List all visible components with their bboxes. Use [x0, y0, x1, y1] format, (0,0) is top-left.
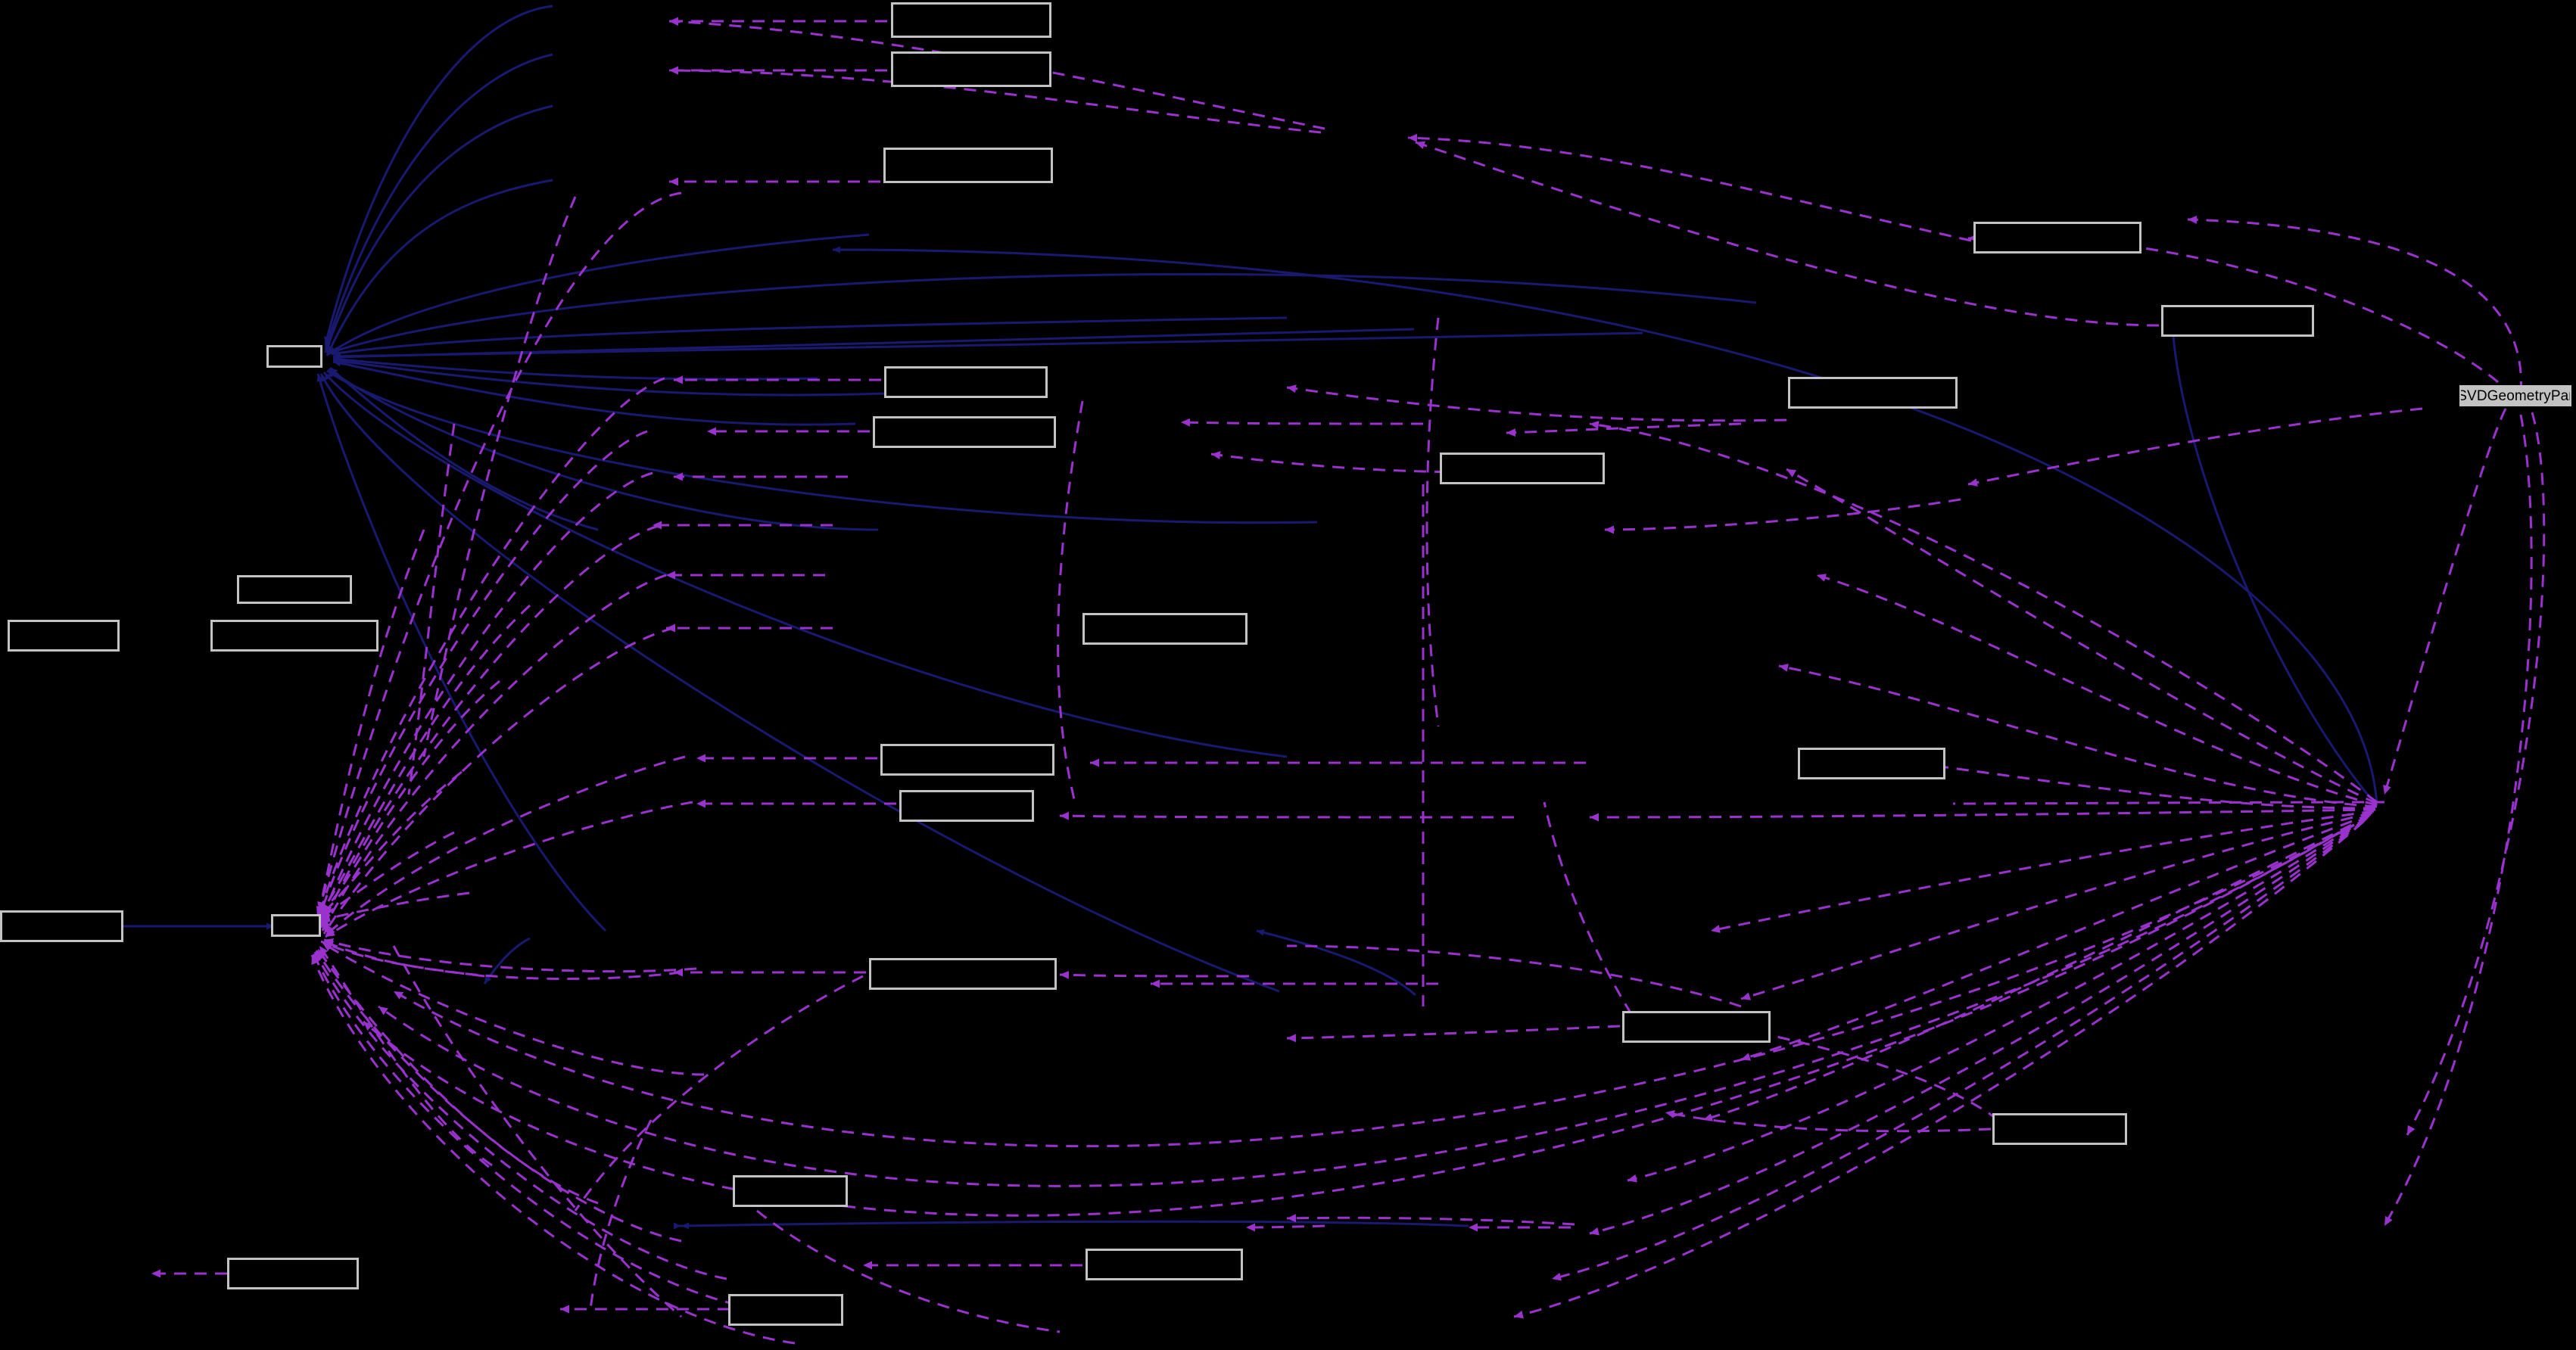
- graph-node[interactable]: [1440, 453, 1605, 484]
- graph-node[interactable]: [884, 366, 1048, 398]
- graph-node[interactable]: [0, 910, 123, 942]
- graph-node[interactable]: [1788, 377, 1958, 409]
- graph-node[interactable]: [891, 2, 1051, 38]
- graph-node[interactable]: [728, 1294, 843, 1326]
- graph-node[interactable]: [880, 744, 1054, 776]
- graph-node[interactable]: [1082, 613, 1248, 645]
- graph-node[interactable]: [1992, 1113, 2127, 1145]
- graph-node[interactable]: [227, 1258, 359, 1289]
- graph-node-label: SVDGeometryPar: [2459, 387, 2571, 404]
- graph-node[interactable]: [733, 1175, 848, 1207]
- navy-solid-edges-secondary: [123, 922, 1469, 1230]
- graph-node-focus[interactable]: SVDGeometryPar: [2459, 385, 2571, 406]
- graph-node[interactable]: [869, 958, 1057, 990]
- purple-dashed-edges-main: [363, 17, 2546, 1319]
- graph-node[interactable]: [1086, 1249, 1243, 1280]
- purple-dashed-edges-stubs: [151, 17, 1571, 1314]
- graph-node[interactable]: [1973, 222, 2141, 254]
- graph-node[interactable]: [883, 148, 1053, 183]
- graph-node[interactable]: [1622, 1011, 1771, 1043]
- graph-node[interactable]: [1798, 748, 1945, 779]
- navy-solid-edges: [316, 5, 2378, 993]
- graph-node[interactable]: [2161, 305, 2314, 337]
- graph-node[interactable]: [271, 914, 321, 937]
- purple-dashed-edges-left-hub: [310, 191, 796, 1345]
- graph-node[interactable]: [873, 416, 1056, 448]
- graph-node[interactable]: [237, 575, 352, 604]
- graph-node[interactable]: [891, 51, 1051, 87]
- graph-node[interactable]: [266, 345, 322, 368]
- graph-node[interactable]: [210, 620, 378, 652]
- graph-node[interactable]: [8, 620, 120, 652]
- graph-node[interactable]: [899, 790, 1034, 822]
- purple-dashed-edges-arcs: [392, 196, 2385, 1333]
